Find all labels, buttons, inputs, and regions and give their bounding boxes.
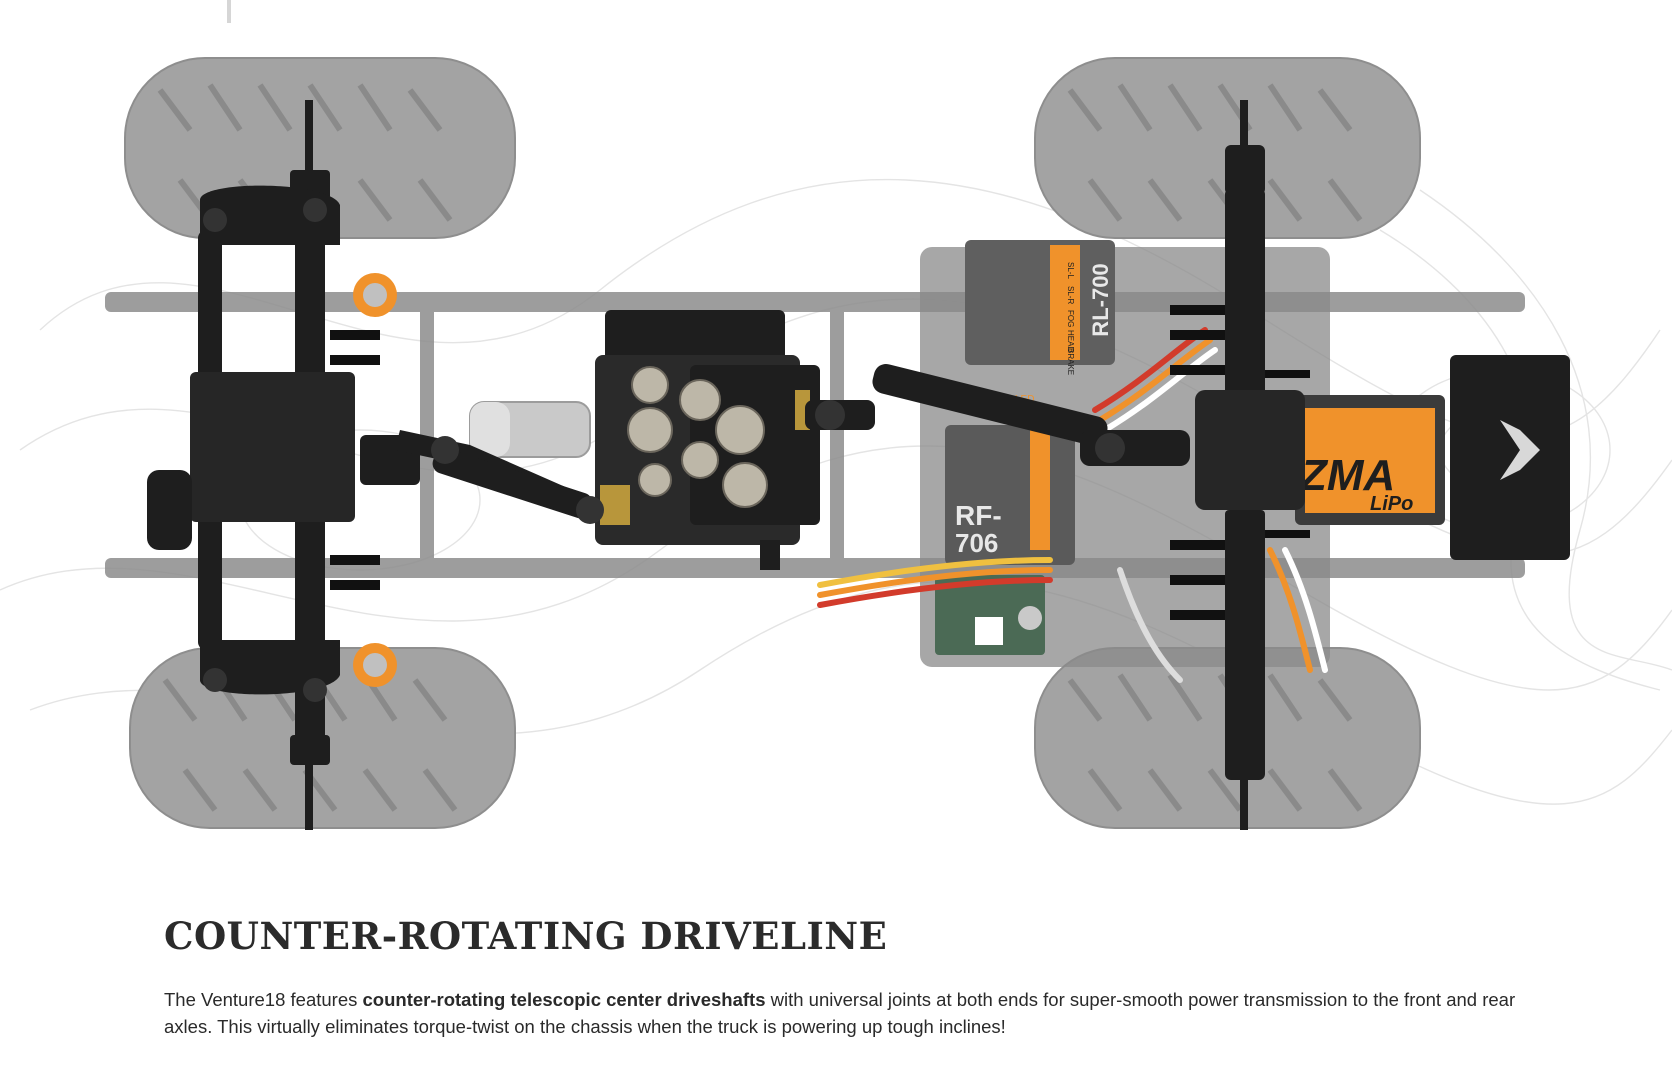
desc-rest: with universal joints at both ends for s… bbox=[164, 989, 1516, 1037]
port-label: BRAKE bbox=[1066, 348, 1075, 375]
port-label: FOG bbox=[1066, 310, 1075, 327]
port-label: SL-R bbox=[1066, 286, 1075, 304]
port-label: SL-L bbox=[1066, 262, 1075, 279]
desc-highlight: counter-rotating telescopic center drive… bbox=[362, 989, 766, 1010]
front-axle bbox=[147, 100, 420, 830]
motor bbox=[469, 401, 591, 458]
receiver-label-2: 706 bbox=[955, 528, 998, 558]
rear-axle bbox=[1170, 100, 1310, 830]
feature-title: COUNTER-ROTATING DRIVELINE bbox=[164, 914, 888, 958]
rear-driveshaft bbox=[805, 363, 1190, 466]
esc-board bbox=[935, 575, 1045, 655]
light-controller-label: RL-700 bbox=[1088, 263, 1113, 336]
port-label: HEAD bbox=[1066, 330, 1075, 352]
front-diff bbox=[190, 372, 355, 522]
transmission bbox=[595, 310, 820, 570]
battery-type: LiPo bbox=[1370, 493, 1413, 515]
rear-diff bbox=[1195, 390, 1305, 510]
top-divider bbox=[227, 0, 231, 23]
front-driveshaft bbox=[395, 430, 604, 524]
feature-description: The Venture18 features counter-rotating … bbox=[164, 986, 1544, 1040]
hero-image: RL-700 SL-L SL-R FOG HEAD BRAKE RF- 706 … bbox=[0, 30, 1672, 910]
battery-strap bbox=[1450, 355, 1570, 560]
desc-intro: The Venture18 features bbox=[164, 989, 363, 1010]
receiver-label: RF- bbox=[955, 500, 1002, 531]
battery-brand: ZMA bbox=[1298, 451, 1395, 500]
chassis-illustration: RL-700 SL-L SL-R FOG HEAD BRAKE RF- 706 … bbox=[0, 57, 1672, 830]
